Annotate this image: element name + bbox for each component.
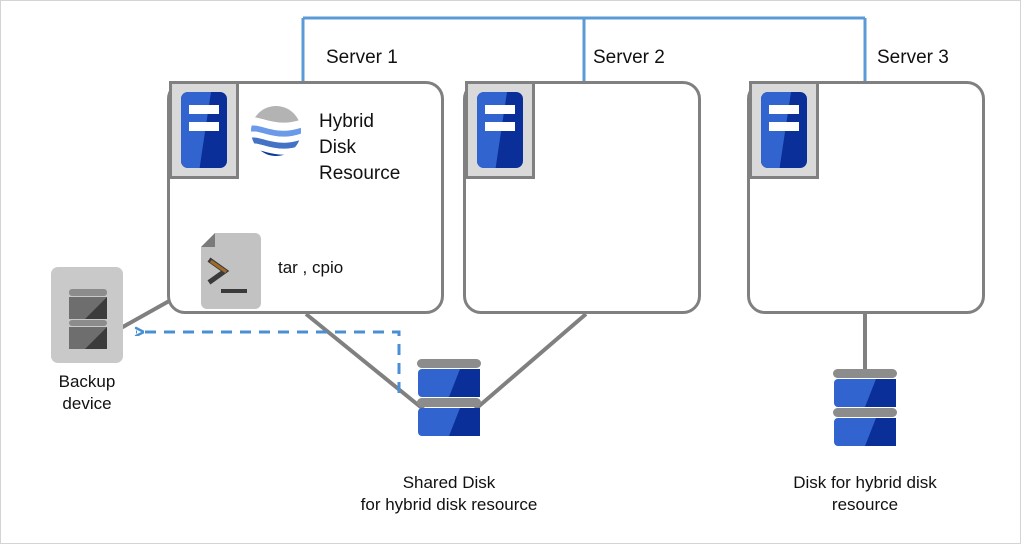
script-file-icon	[201, 233, 261, 309]
server-1-computer-icon	[169, 81, 239, 179]
hybrid-disk-stack-icon	[833, 369, 897, 446]
shared-disk-caption: Shared Disk for hybrid disk resource	[360, 473, 538, 514]
backup-device-icon	[51, 267, 123, 363]
tar-cpio-label: tar , cpio	[278, 258, 344, 277]
link-shared-disk-to-backup-dashed	[136, 332, 401, 393]
server-3-computer-icon	[749, 81, 819, 179]
hybrid-disk-resource-label: Hybrid Disk Resource	[319, 111, 401, 185]
network-bus	[301, 16, 867, 83]
server-chassis	[761, 92, 807, 168]
server-chassis	[181, 92, 227, 168]
shared-disk-stack-icon	[417, 359, 481, 436]
server-1-title: Server 1	[326, 47, 398, 68]
server-chassis	[477, 92, 523, 168]
server-3-title: Server 3	[877, 47, 949, 68]
backup-device-caption: Backup device	[58, 372, 116, 413]
link-server2-shared-disk	[469, 312, 588, 415]
server-2-computer-icon	[465, 81, 535, 179]
hybrid-disk-caption: Disk for hybrid disk resource	[793, 473, 937, 514]
server-slot-1	[189, 105, 219, 114]
server-slot-1	[485, 105, 515, 114]
server-2-title: Server 2	[593, 47, 665, 68]
server-slot-2	[189, 122, 219, 131]
server-slot-2	[485, 122, 515, 131]
link-server1-shared-disk	[304, 312, 430, 415]
server-slot-1	[769, 105, 799, 114]
server-slot-2	[769, 122, 799, 131]
hybrid-disk-globe-icon	[251, 106, 301, 156]
